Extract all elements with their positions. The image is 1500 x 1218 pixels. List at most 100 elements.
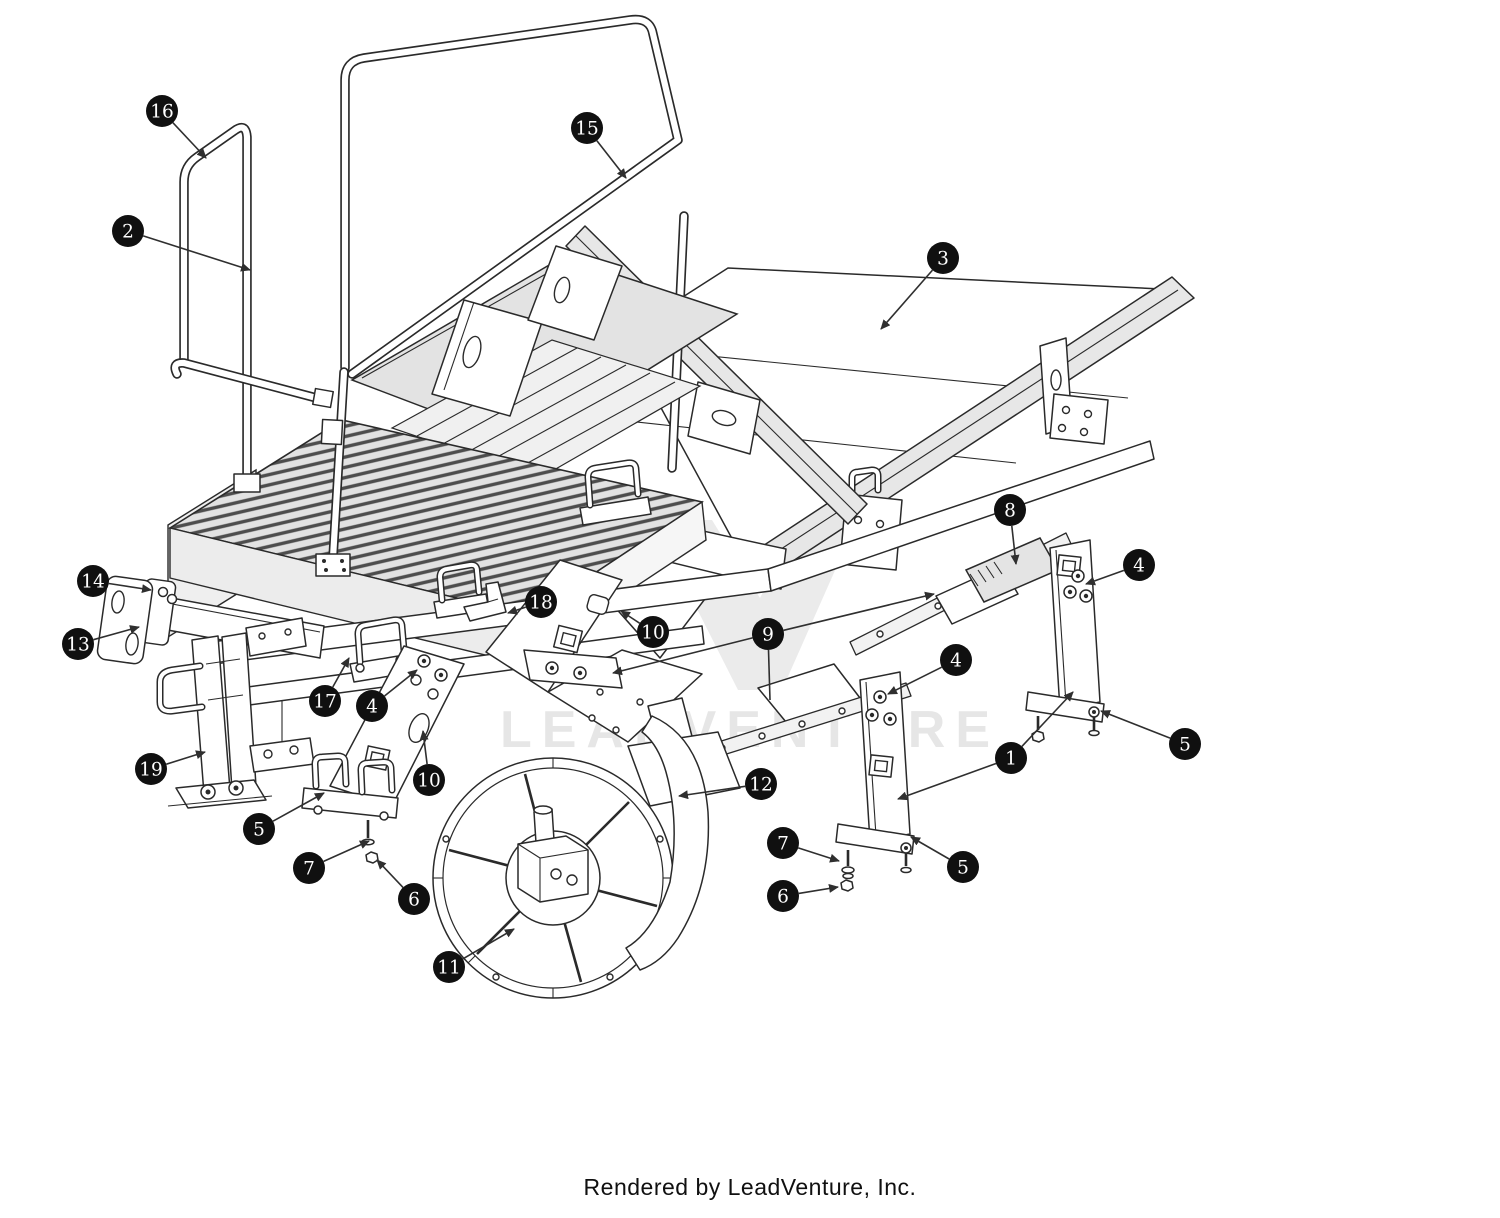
callout-number: 10: [641, 623, 665, 644]
leader-line: [323, 840, 370, 863]
callout-7[interactable]: 7: [293, 840, 370, 884]
callout-number: 7: [303, 859, 315, 880]
leader-line: [897, 762, 997, 801]
callout-4[interactable]: 4: [1085, 549, 1155, 586]
callout-number: 10: [417, 771, 441, 792]
leader-line: [419, 730, 429, 765]
callout-6[interactable]: 6: [767, 880, 839, 912]
callout-circle: [398, 883, 430, 915]
callout-10[interactable]: 10: [413, 730, 445, 796]
callout-19[interactable]: 19: [135, 750, 206, 785]
leader-line: [332, 657, 350, 688]
deflector-plate: [523, 649, 623, 689]
callout-number: 18: [529, 593, 553, 614]
leader-line: [1021, 691, 1074, 747]
guard-rail-front: [170, 122, 335, 493]
callout-circle: [146, 95, 178, 127]
callout-4[interactable]: 4: [356, 669, 418, 722]
fender-hook: [625, 715, 710, 971]
callout-number: 17: [313, 692, 337, 713]
leader-line: [166, 750, 206, 765]
callout-circle: [940, 644, 972, 676]
callout-5[interactable]: 5: [243, 792, 325, 845]
callout-8[interactable]: 8: [994, 494, 1026, 565]
leader-line: [1100, 710, 1171, 739]
callout-2[interactable]: 2: [112, 215, 251, 272]
callout-circle: [1169, 728, 1201, 760]
callout-9[interactable]: 9: [612, 591, 935, 701]
leader-line: [797, 847, 840, 863]
wheel: [432, 757, 674, 999]
callout-7[interactable]: 7: [767, 827, 840, 863]
leader-line: [142, 235, 251, 272]
callout-circle: [745, 768, 777, 800]
callout-11[interactable]: 11: [433, 928, 515, 983]
callout-circle: [637, 616, 669, 648]
callout-number: 5: [253, 820, 265, 841]
leader-line: [910, 836, 950, 860]
callout-circle: [293, 852, 325, 884]
leader-line: [620, 610, 641, 624]
machine-drawing: [96, 14, 1195, 999]
leader-line: [384, 669, 418, 697]
guard-rail-rear: [315, 14, 683, 577]
callout-circle: [433, 951, 465, 983]
callout-10[interactable]: 10: [620, 610, 669, 648]
callout-18[interactable]: 18: [507, 586, 557, 618]
leader-line: [462, 928, 515, 960]
leader-line: [108, 582, 152, 594]
callout-circle: [356, 690, 388, 722]
jack-stand: [156, 617, 315, 809]
callout-number: 11: [437, 958, 461, 979]
callout-circle: [927, 242, 959, 274]
callout-number: 19: [139, 760, 163, 781]
leader-line: [612, 637, 753, 676]
leader-line: [272, 792, 325, 822]
callout-circle: [947, 851, 979, 883]
callout-number: 12: [749, 775, 773, 796]
callout-circle: [752, 618, 784, 650]
callout-5[interactable]: 5: [910, 836, 979, 883]
callout-number: 5: [957, 858, 969, 879]
callout-5[interactable]: 5: [1100, 710, 1201, 760]
callout-6[interactable]: 6: [376, 859, 430, 915]
leader-line: [767, 649, 771, 701]
callout-circle: [77, 565, 109, 597]
callout-circle: [525, 586, 557, 618]
callout-number: 16: [150, 102, 174, 123]
callout-number: 2: [122, 222, 134, 243]
leader-line: [1010, 525, 1020, 565]
hub-block: [517, 835, 589, 903]
leader-line: [507, 605, 527, 615]
leader-line: [783, 591, 935, 632]
leader-line: [678, 785, 746, 800]
leader-line: [93, 625, 140, 641]
callout-12[interactable]: 12: [678, 768, 777, 800]
callout-17[interactable]: 17: [309, 657, 350, 717]
callout-circle: [413, 764, 445, 796]
callout-number: 4: [1133, 556, 1145, 577]
callout-13[interactable]: 13: [62, 625, 140, 660]
callout-number: 4: [366, 697, 378, 718]
nut: [365, 851, 379, 864]
callout-circle: [767, 880, 799, 912]
callout-number: 13: [66, 635, 90, 656]
callout-number: 5: [1179, 735, 1191, 756]
callout-circle: [243, 813, 275, 845]
callout-1[interactable]: 1: [897, 691, 1074, 801]
callout-4[interactable]: 4: [887, 644, 972, 695]
callout-3[interactable]: 3: [880, 242, 959, 330]
leader-line: [596, 140, 627, 179]
callout-14[interactable]: 14: [77, 565, 152, 597]
callout-number: 6: [408, 890, 420, 911]
callout-circle: [995, 742, 1027, 774]
callout-16[interactable]: 16: [146, 95, 207, 159]
leader-line: [887, 666, 943, 695]
callout-number: 4: [950, 651, 962, 672]
callout-15[interactable]: 15: [571, 112, 627, 179]
callout-number: 8: [1004, 501, 1016, 522]
callout-number: 9: [762, 625, 774, 646]
callout-circle: [994, 494, 1026, 526]
